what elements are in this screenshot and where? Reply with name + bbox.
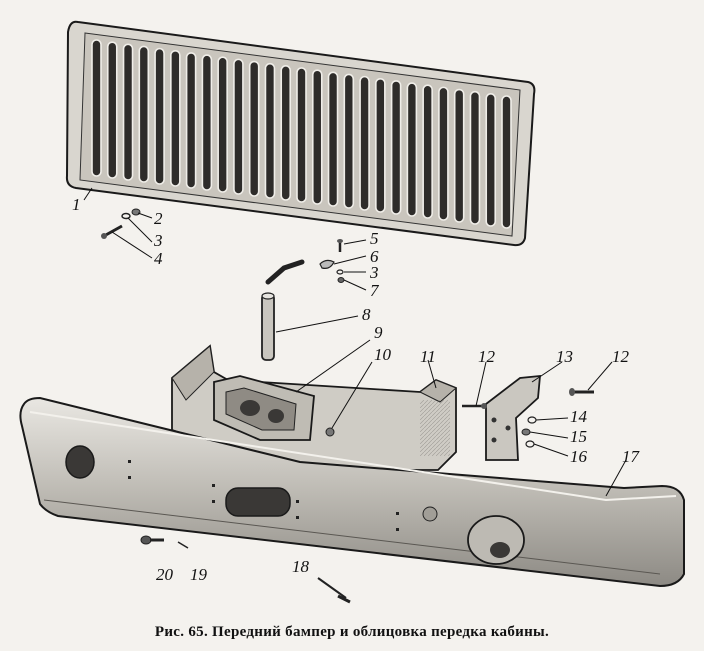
grille-slot bbox=[264, 62, 276, 199]
callout-3: 3 bbox=[153, 231, 163, 250]
grille-slot bbox=[453, 88, 465, 223]
washer-small bbox=[121, 212, 131, 220]
bolt-10 bbox=[325, 427, 335, 437]
callout-20: 20 bbox=[156, 565, 174, 584]
grille-slot bbox=[280, 65, 292, 201]
grille-slot bbox=[375, 77, 386, 213]
callout-17: 15 bbox=[570, 427, 587, 446]
clip-6 bbox=[319, 259, 335, 269]
callout-18: 16 bbox=[570, 447, 588, 466]
leader-lines bbox=[83, 187, 627, 497]
callout-5: 5 bbox=[370, 229, 379, 248]
grille-slot bbox=[438, 86, 449, 221]
crank-handle bbox=[261, 259, 305, 361]
callout-9: 8 bbox=[362, 305, 371, 324]
washers-14-16 bbox=[521, 416, 537, 448]
grille-slot bbox=[311, 69, 323, 205]
callout-8: 7 bbox=[370, 281, 380, 300]
front-bumper bbox=[19, 396, 685, 588]
mounting-plate bbox=[485, 374, 541, 461]
grille-slot bbox=[138, 45, 150, 183]
grille-slots bbox=[91, 39, 512, 229]
callout-10: 9 bbox=[374, 323, 383, 342]
grille-slot bbox=[122, 43, 134, 181]
callout-6: 6 bbox=[370, 247, 379, 266]
grille-slot bbox=[106, 41, 118, 179]
bolt-12-right bbox=[569, 388, 594, 396]
radiator-grille bbox=[65, 20, 536, 247]
grille-slot bbox=[248, 60, 260, 197]
callout-12: 11 bbox=[420, 347, 436, 366]
grille-slot bbox=[201, 54, 213, 191]
bolt-18 bbox=[317, 577, 351, 604]
nut-small bbox=[131, 208, 141, 216]
grille-slot bbox=[501, 95, 512, 229]
nut-7 bbox=[337, 277, 345, 283]
bolt-20 bbox=[140, 535, 164, 545]
bolt-12-left bbox=[462, 403, 487, 409]
callout-15: 12 bbox=[612, 347, 630, 366]
mounting-screw bbox=[101, 224, 123, 239]
grille-slot bbox=[485, 93, 497, 227]
grille-slot bbox=[185, 52, 197, 189]
callout-19: 17 bbox=[622, 447, 641, 466]
callout-13: 12 bbox=[478, 347, 496, 366]
callout-22: 18 bbox=[292, 557, 310, 576]
grille-slot bbox=[327, 71, 339, 207]
callout-14: 13 bbox=[556, 347, 573, 366]
figure-caption: Рис. 65. Передний бампер и облицовка пер… bbox=[154, 624, 550, 640]
grille-slot bbox=[343, 73, 355, 209]
callout-7: 3 bbox=[369, 263, 379, 282]
callout-11: 10 bbox=[374, 345, 392, 364]
grille-slot bbox=[359, 75, 370, 211]
bolt-5 bbox=[337, 239, 343, 252]
grille-slot bbox=[422, 84, 433, 219]
grille-slot bbox=[217, 56, 228, 193]
grille-slot bbox=[406, 82, 418, 217]
washer-3b bbox=[336, 269, 344, 275]
grille-slot bbox=[469, 90, 481, 225]
callout-2: 2 bbox=[154, 209, 163, 228]
crank-housing bbox=[213, 375, 315, 441]
bumper-bracket bbox=[171, 344, 457, 471]
grille-slot bbox=[154, 47, 165, 185]
callout-1: 1 bbox=[72, 195, 81, 214]
callout-4: 4 bbox=[154, 249, 163, 268]
grille-slot bbox=[390, 80, 402, 215]
callout-16: 14 bbox=[570, 407, 588, 426]
grille-slot bbox=[296, 67, 307, 203]
grille-slot bbox=[91, 39, 102, 177]
washer-19 bbox=[177, 541, 189, 549]
grille-slot bbox=[170, 49, 181, 187]
callout-21: 19 bbox=[190, 565, 208, 584]
grille-slot bbox=[233, 58, 244, 195]
